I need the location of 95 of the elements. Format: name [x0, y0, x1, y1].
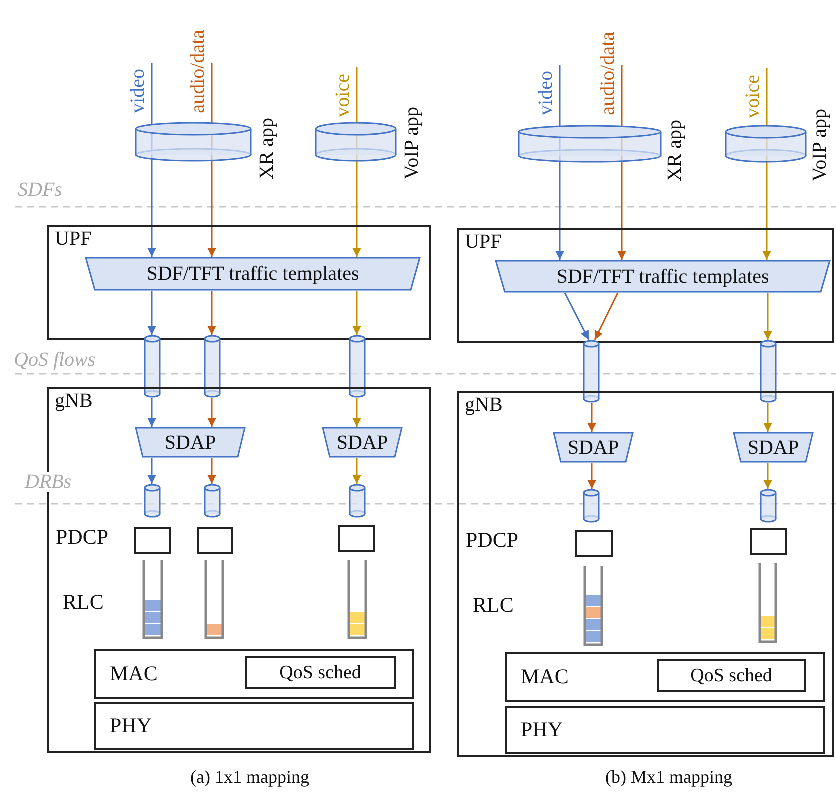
arrow	[588, 463, 596, 489]
pdcp-box	[134, 527, 171, 554]
node-label: SDAP	[568, 438, 620, 458]
flow-cylinder	[349, 484, 366, 518]
node-label: PHY	[110, 716, 152, 736]
layer-label: PDCP	[466, 530, 519, 551]
layer-box	[94, 649, 414, 699]
arrow	[208, 291, 216, 335]
flow-cylinder	[144, 335, 161, 398]
flow-cylinder	[204, 335, 221, 398]
app-cylinder	[725, 125, 807, 163]
node-label: MAC	[521, 666, 569, 688]
arrow	[564, 292, 590, 340]
edge-label: audio/data	[598, 32, 618, 115]
arrow	[208, 398, 216, 427]
network-function-frame	[47, 225, 431, 340]
pdcp-box	[197, 527, 233, 554]
arrow	[588, 403, 596, 432]
node-label: SDAP	[164, 432, 216, 452]
layer-label: PDCP	[56, 527, 109, 548]
app-label: VoIP app	[810, 109, 830, 182]
node-label: SDF/TFT traffic templates	[556, 266, 770, 286]
layer-trapezoid	[85, 257, 421, 291]
node-label: QoS sched	[280, 663, 362, 682]
arrow	[148, 458, 156, 484]
layer-name: QoS flows	[14, 350, 96, 370]
app-cylinder	[518, 125, 662, 163]
layer-box	[94, 702, 414, 750]
arrow	[556, 65, 564, 260]
layer-trapezoid	[495, 260, 831, 293]
flow-cylinder	[583, 489, 600, 523]
flow-cylinder	[760, 489, 777, 523]
network-function-frame	[457, 391, 834, 757]
arrow	[352, 458, 362, 484]
layer-trapezoid	[733, 432, 814, 463]
arrow	[762, 68, 772, 260]
arrow	[148, 63, 156, 257]
flow-cylinder	[144, 484, 161, 518]
edge-label: video	[128, 68, 148, 113]
edge-label: voice	[743, 74, 763, 118]
box-title: gNB	[55, 391, 93, 411]
arrow	[352, 67, 362, 257]
app-label: VoIP app	[402, 107, 422, 180]
pdcp-box	[575, 530, 613, 557]
caption: (a) 1x1 mapping	[190, 768, 310, 786]
layer-label: RLC	[63, 592, 104, 613]
arrow	[764, 463, 772, 489]
queue-drawing	[204, 560, 225, 639]
arrow	[148, 398, 156, 427]
arrow	[208, 63, 216, 257]
node-label: SDAP	[748, 438, 800, 458]
arrow	[594, 292, 619, 340]
arrow	[764, 403, 772, 432]
arrow	[208, 458, 216, 484]
queue-drawing	[347, 560, 368, 639]
arrow	[352, 398, 362, 427]
flow-cylinder	[204, 484, 221, 518]
caption: (b) Mx1 mapping	[606, 768, 732, 786]
layer-trapezoid	[135, 427, 246, 458]
pdcp-box	[750, 528, 787, 555]
edge-label: audio/data	[188, 30, 208, 113]
flow-cylinder	[349, 335, 366, 398]
queue-drawing	[758, 563, 778, 643]
queue-drawing	[142, 560, 164, 639]
edge-label: video	[536, 70, 556, 115]
node-label: QoS sched	[690, 666, 772, 685]
box-title: UPF	[465, 232, 502, 252]
scheduler-box	[657, 659, 806, 692]
queue-drawing	[583, 566, 604, 646]
arrow	[764, 293, 772, 340]
layer-box	[505, 652, 825, 702]
node-label: PHY	[521, 720, 564, 740]
node-label: MAC	[110, 664, 158, 684]
network-function-frame	[457, 228, 834, 343]
node-label: SDF/TFT traffic templates	[146, 264, 360, 284]
layer-trapezoid	[553, 432, 634, 463]
layer-label: RLC	[473, 595, 514, 616]
layer-name: DRBs	[25, 472, 72, 492]
arrow	[352, 291, 362, 335]
node-label: SDAP	[336, 432, 388, 452]
app-label: XR app	[665, 120, 685, 182]
app-label: XR app	[257, 118, 277, 180]
app-cylinder	[315, 122, 397, 162]
edge-label: voice	[333, 74, 353, 117]
flow-cylinder	[583, 340, 600, 403]
scheduler-box	[245, 656, 396, 689]
pdcp-box	[338, 525, 375, 552]
layer-trapezoid	[322, 427, 403, 458]
layer-box	[505, 706, 825, 754]
box-title: gNB	[465, 395, 503, 415]
flow-cylinder	[760, 340, 777, 403]
app-cylinder	[135, 122, 252, 162]
box-title: UPF	[55, 229, 92, 249]
arrow	[148, 291, 156, 335]
arrow	[618, 65, 626, 260]
